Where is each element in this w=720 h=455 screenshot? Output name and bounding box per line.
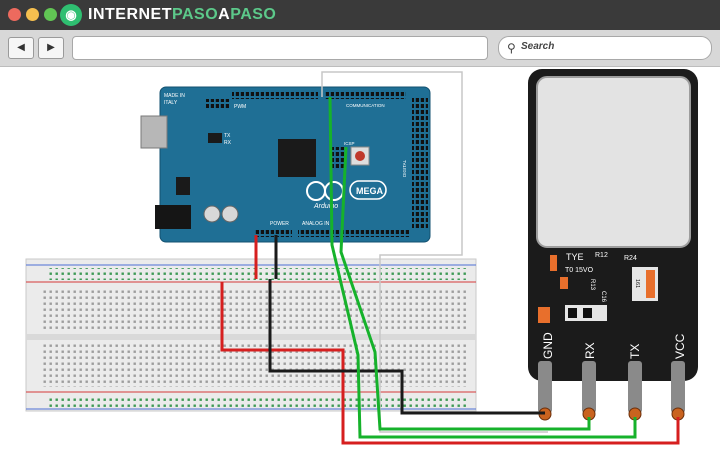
tx-led-label: TX bbox=[224, 133, 231, 139]
digital-label: DIGITAL bbox=[402, 159, 407, 177]
breadboard bbox=[25, 258, 477, 412]
sensor-window bbox=[536, 76, 691, 248]
italy-label: ITALY bbox=[164, 100, 178, 106]
arduino-brand: Arduino bbox=[313, 203, 338, 210]
r24-label: R24 bbox=[624, 255, 637, 262]
grey-wire bbox=[321, 71, 548, 433]
part-161-label: 161 bbox=[634, 279, 640, 288]
icsp-label: ICSP bbox=[344, 141, 355, 146]
r13-label: R13 bbox=[589, 279, 595, 291]
search-icon: ⚲ bbox=[507, 41, 516, 55]
fingerprint-sensor-module: TYE T0 15VO R12 R24 C16 R13 161 GND RX T… bbox=[528, 69, 698, 381]
red-wire-vcc bbox=[220, 282, 680, 445]
green-wire-rx bbox=[339, 146, 591, 431]
site-logo-text: INTERNETPASOAPASO bbox=[88, 6, 277, 23]
power-header-label: POWER bbox=[270, 221, 289, 227]
search-input[interactable]: ⚲ Search bbox=[498, 36, 712, 60]
back-button[interactable]: ◀ bbox=[8, 37, 34, 59]
maximize-window-button[interactable] bbox=[44, 8, 57, 21]
analog-in-label: ANALOG IN bbox=[302, 221, 330, 227]
power-jack bbox=[155, 205, 191, 229]
pwm-label: PWM bbox=[234, 104, 246, 110]
browser-toolbar: ◀ ▶ ⚲ Search bbox=[0, 30, 720, 67]
arduino-mega-board: MADE IN ITALY PWM COMMUNICATION TX RX Ar… bbox=[140, 86, 431, 243]
usb-port bbox=[140, 115, 168, 149]
module-pin-headers bbox=[538, 361, 685, 421]
address-bar[interactable] bbox=[72, 36, 488, 60]
pin-vcc-label: VCC bbox=[673, 333, 687, 359]
ic-label: TYE bbox=[566, 252, 584, 262]
pin-rx-label: RX bbox=[583, 342, 597, 359]
minimize-window-button[interactable] bbox=[26, 8, 39, 21]
forward-button[interactable]: ▶ bbox=[38, 37, 64, 59]
ic-sub-label: T0 15VO bbox=[565, 267, 594, 274]
close-window-button[interactable] bbox=[8, 8, 21, 21]
c16-label: C16 bbox=[600, 291, 606, 303]
pin-tx-label: TX bbox=[628, 344, 642, 359]
browser-titlebar: ◉ INTERNETPASOAPASO bbox=[0, 0, 720, 30]
search-placeholder: Search bbox=[521, 41, 555, 52]
made-in-label: MADE IN bbox=[164, 93, 185, 99]
back-arrow-icon: ◀ bbox=[17, 42, 25, 53]
black-wire-gnd bbox=[268, 279, 545, 415]
communication-label: COMMUNICATION bbox=[346, 103, 385, 108]
mega-model-label: MEGA bbox=[356, 186, 384, 196]
wiring-diagram: MADE IN ITALY PWM COMMUNICATION TX RX Ar… bbox=[0, 67, 720, 450]
pin-gnd-label: GND bbox=[541, 332, 555, 359]
forward-arrow-icon: ▶ bbox=[47, 42, 55, 53]
site-logo-icon: ◉ bbox=[60, 4, 82, 26]
r12-label: R12 bbox=[595, 252, 608, 259]
microcontroller-chip bbox=[278, 139, 316, 177]
green-wire-tx bbox=[328, 96, 637, 439]
rx-led-label: RX bbox=[224, 140, 232, 146]
